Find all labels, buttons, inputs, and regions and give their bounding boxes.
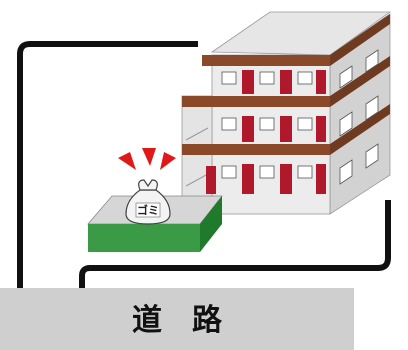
garbage-bag-icon: ゴミ	[125, 179, 171, 225]
alert-mark-right	[160, 152, 176, 170]
floor-band	[182, 144, 330, 155]
alert-marks-icon	[118, 148, 176, 170]
property-boundary-line-right	[79, 200, 391, 288]
alert-mark-left	[118, 152, 136, 170]
side-window	[339, 111, 353, 137]
road-strip	[0, 288, 354, 350]
window	[221, 165, 237, 179]
road-label: 道 路	[132, 303, 223, 338]
side-window	[365, 49, 379, 73]
window	[259, 117, 275, 131]
stair-rail	[185, 173, 209, 187]
building-roof	[210, 11, 392, 56]
bag-label: ゴミ	[137, 203, 159, 217]
floor-band	[202, 55, 330, 66]
door	[316, 164, 326, 194]
window	[259, 165, 275, 179]
door	[316, 116, 326, 142]
stair-rail	[185, 127, 209, 141]
window	[259, 71, 275, 85]
door	[242, 164, 254, 194]
floor-band-side	[330, 56, 390, 107]
property-boundary-line	[17, 41, 198, 288]
bag-label-plate	[135, 202, 161, 218]
door	[206, 166, 216, 194]
apartment-building-icon	[181, 11, 392, 215]
floor-band-side	[330, 104, 390, 155]
floor-band-side	[330, 14, 390, 66]
window	[221, 71, 237, 85]
road: 道 路	[0, 288, 354, 350]
side-window	[339, 65, 353, 89]
door	[280, 164, 292, 194]
door	[280, 70, 292, 94]
window	[297, 117, 313, 131]
door	[242, 70, 254, 94]
alert-mark-center	[142, 148, 156, 166]
bag-knot	[138, 179, 158, 191]
window	[297, 165, 313, 179]
window	[297, 71, 313, 85]
door	[280, 116, 292, 142]
side-window	[365, 95, 379, 121]
platform-side	[200, 196, 222, 252]
side-window	[365, 143, 379, 169]
door	[316, 70, 326, 94]
floor-band	[182, 96, 330, 107]
side-window	[339, 159, 353, 185]
window	[221, 117, 237, 131]
platform-front	[88, 224, 200, 252]
door	[242, 116, 254, 142]
